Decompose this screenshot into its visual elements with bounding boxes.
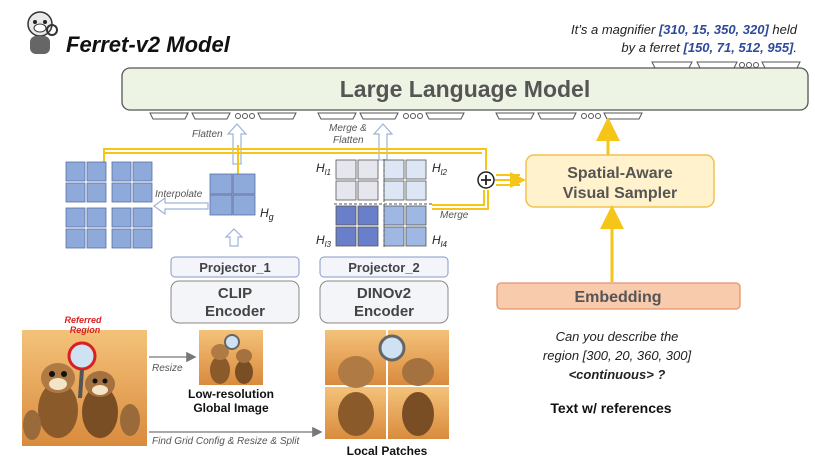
global-grid-cell — [86, 182, 107, 203]
global-grid-cell — [65, 228, 86, 249]
hl2-label: Hl2 — [432, 161, 447, 177]
sampler-label-2: Visual Sampler — [563, 185, 677, 202]
global-grid-cell — [132, 228, 153, 249]
output-coords-2: [150, 71, 512, 955] — [683, 40, 795, 55]
llm-box — [121, 67, 809, 111]
global-grid-cell — [65, 182, 86, 203]
global-grid-cell — [111, 207, 132, 228]
local-grid-cell — [383, 180, 405, 201]
local-grid-cell — [335, 226, 357, 247]
page-title: Ferret-v2 Model — [66, 32, 231, 57]
merge-flatten-arrow — [372, 123, 394, 161]
dino-encoder-box — [319, 280, 449, 324]
input-tokens — [149, 112, 643, 120]
source-image — [22, 330, 147, 446]
ferret-illustration-icon — [23, 363, 140, 440]
hl3-label: Hl3 — [316, 233, 331, 249]
hg-grid-cell — [209, 173, 233, 195]
global-grid-cell — [86, 207, 107, 228]
low-res-label-2: Global Image — [193, 401, 269, 415]
local-grid-cell — [405, 226, 427, 247]
global-grid-cell — [132, 161, 153, 182]
referred-region-label-2: Region — [70, 325, 101, 335]
global-grid-cell — [86, 228, 107, 249]
local-grid-cell — [335, 205, 357, 226]
question-line1: Can you describe the — [556, 329, 679, 344]
local-grid-cell — [383, 226, 405, 247]
projector-2-label: Projector_2 — [348, 260, 420, 275]
clip-encoder-label-1: CLIP — [218, 285, 252, 302]
local-feature-grids — [335, 159, 427, 247]
global-grid-cell — [65, 207, 86, 228]
flatten-arrow — [226, 123, 248, 165]
embedding-box — [496, 282, 741, 310]
find-grid-label: Find Grid Config & Resize & Split — [152, 436, 301, 447]
referred-region-label-1: Referred — [64, 315, 102, 325]
merge-flatten-label-2: Flatten — [333, 135, 364, 146]
projector-1-label: Projector_1 — [199, 260, 271, 275]
local-grid-cell — [383, 159, 405, 180]
low-res-label-1: Low-resolution — [188, 387, 274, 401]
interpolated-global-grid — [65, 161, 153, 249]
global-grid-cell — [132, 182, 153, 203]
hl4-label: Hl4 — [432, 233, 447, 249]
global-grid-cell — [111, 228, 132, 249]
text-references-label: Text w/ references — [550, 400, 671, 416]
clip-encoder-label-2: Encoder — [205, 303, 265, 320]
projector-2-box — [319, 256, 449, 278]
global-grid-cell — [132, 207, 153, 228]
global-grid-cell — [86, 161, 107, 182]
question-line3: <continuous> ? — [569, 367, 666, 382]
projector-1-box — [170, 256, 300, 278]
sampler-label-1: Spatial-Aware — [567, 165, 673, 182]
hg-label: Hg — [260, 206, 274, 222]
output-text-line1: It’s a magnifier [310, 15, 350, 320] hel… — [571, 22, 798, 37]
hg-grid-cell — [209, 194, 233, 216]
local-grid-cell — [383, 205, 405, 226]
add-icon — [477, 171, 495, 189]
hg-feature-grid — [209, 173, 256, 216]
resize-label: Resize — [152, 363, 183, 374]
hl1-label: Hl1 — [316, 161, 331, 177]
local-grid-cell — [357, 180, 379, 201]
llm-label: Large Language Model — [340, 76, 590, 102]
local-grid-cell — [357, 226, 379, 247]
local-grid-cell — [335, 180, 357, 201]
question-line2: region [300, 20, 360, 300] — [543, 348, 692, 363]
local-grid-cell — [335, 159, 357, 180]
hg-grid-cell — [232, 194, 256, 216]
merge-label: Merge — [440, 210, 469, 221]
projector1-up-arrow — [224, 228, 244, 247]
low-res-image — [199, 330, 263, 385]
clip-encoder-box — [170, 280, 300, 324]
global-grid-cell — [111, 161, 132, 182]
output-text-line2: by a ferret [150, 71, 512, 955]. — [621, 40, 797, 55]
magnifier-icon — [67, 341, 97, 399]
global-grid-cell — [111, 182, 132, 203]
local-grid-cell — [357, 159, 379, 180]
ferret-logo-icon — [27, 11, 58, 54]
embedding-label: Embedding — [574, 289, 661, 306]
dino-encoder-label-1: DINOv2 — [357, 285, 411, 302]
local-grid-cell — [405, 180, 427, 201]
output-coords-1: [310, 15, 350, 320] — [658, 22, 770, 37]
local-patches-label: Local Patches — [347, 444, 428, 458]
interpolate-arrow — [152, 196, 209, 216]
merge-flatten-label-1: Merge & — [329, 123, 367, 134]
local-grid-cell — [405, 205, 427, 226]
feature-routing-lines — [103, 145, 526, 210]
output-tokens — [651, 61, 801, 69]
local-patches-image — [325, 330, 449, 439]
global-grid-cell — [65, 161, 86, 182]
hg-grid-cell — [232, 173, 256, 195]
flatten-label: Flatten — [192, 129, 223, 140]
local-grid-cell — [405, 159, 427, 180]
local-grid-cell — [357, 205, 379, 226]
interpolate-label: Interpolate — [155, 189, 203, 200]
dino-encoder-label-2: Encoder — [354, 303, 414, 320]
